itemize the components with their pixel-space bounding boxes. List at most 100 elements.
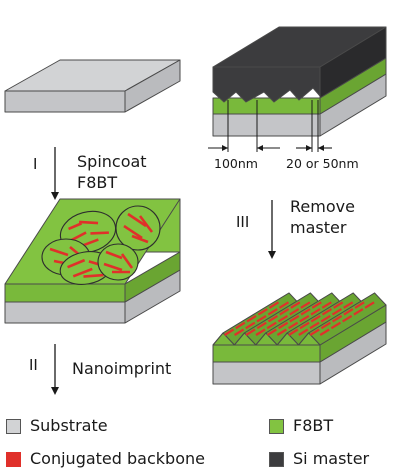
imprinted-film-front [212,344,321,363]
step-iii-label-line2: master [290,218,347,237]
domain-2 [115,205,161,251]
legend-label-substrate: Substrate [30,416,108,435]
period-dimension-label: 100nm [214,156,258,171]
backbone-segment [235,321,246,330]
arrow-step-i-head [51,192,59,200]
backbone-segment [105,250,123,260]
ridge-front-cap [298,332,321,346]
domain-outline [97,243,139,281]
backbone-segment [354,301,365,309]
backbone-segment [310,308,321,316]
backbone-segment [234,328,245,336]
backbone-segment [289,308,300,316]
ridge-front-cap [255,332,278,346]
backbone-segment [288,321,299,330]
master-block [208,26,387,152]
period-arrowhead-right [257,145,263,151]
backbone-segment [49,247,69,257]
backbone-segment [266,328,277,336]
legend-swatch-f8bt [269,419,284,434]
imprinted-substrate-front [212,361,321,385]
backbone-segment [290,301,301,309]
master-substrate-front [212,113,321,137]
backbone-segment [257,308,268,316]
imprinted-block [212,292,387,385]
backbone-segment [298,328,309,336]
width-dimension-label: 20 or 50nm [286,156,359,171]
grating-ridge-2 [233,292,323,346]
step-iii-numeral: III [236,213,250,231]
step-ii-label: Nanoimprint [72,359,172,378]
backbone-segment [299,314,310,323]
legend-swatch-backbone [6,452,21,467]
step-ii-numeral: II [29,356,38,374]
step-i-numeral: I [33,155,38,173]
backbone-segment [300,301,311,309]
backbone-segment [278,321,289,330]
domain-outline [115,205,161,251]
ridge-front-cap [233,332,257,346]
backbone-segment [309,328,320,336]
master-film-front [212,97,321,115]
arrow-step-ii-head [51,387,59,395]
backbone-segment [311,301,322,309]
domain-5 [97,243,139,281]
backbone-segment [256,321,267,330]
backbone-segment [246,314,257,323]
arrow-step-iii [268,200,276,259]
backbone-segment [288,328,299,336]
backbone-segment [331,308,343,316]
legend-swatch-substrate [6,419,21,434]
backbone-segment [103,262,123,272]
backbone-segment [255,328,266,336]
backbone-segment [342,314,353,323]
arrow-step-iii-head [268,251,276,259]
arrow-step-ii [51,344,59,395]
grating-ridge-1 [212,292,301,346]
grating-ridge-5 [298,292,387,346]
period-arrowhead-left [222,145,228,151]
substrate-side-face [124,59,181,113]
backbone-segment [299,321,310,330]
backbone-segment [321,301,332,309]
ridge-front-cap [276,332,300,346]
width-arrowhead-right [318,145,324,151]
backbone-segment [72,267,93,278]
master-front-teeth [212,66,321,103]
backbone-segment [278,301,290,309]
backbone-segment [245,321,256,330]
backbone-segment [319,328,330,336]
backbone-segment [79,220,99,225]
legend-swatch-si-master [269,452,284,467]
backbone-segment [279,308,290,316]
spincoat-film-front [4,283,126,303]
backbone-segment [332,314,343,323]
step-i-label-line2: F8BT [77,173,118,192]
substrate-block [4,59,181,113]
backbone-segment [321,308,333,316]
backbone-segment [90,231,109,235]
grating-ridge-4 [276,292,366,346]
spincoat-substrate-front [4,301,126,324]
backbone-segment [289,314,300,323]
step-iii-label-line1: Remove [290,197,355,216]
backbone-segment [364,301,375,309]
backbone-segment [333,301,344,309]
backbone-segment [320,314,331,323]
backbone-segment [68,222,83,231]
spincoated-block [4,198,181,324]
backbone-segment [67,258,86,269]
step-i-label-line1: Spincoat [77,152,147,171]
legend-label-f8bt: F8BT [293,416,334,435]
backbone-segment [277,314,289,323]
backbone-segment [353,308,364,316]
backbone-segment [127,212,147,228]
backbone-segment [123,224,143,240]
backbone-segment [310,314,321,323]
arrow-step-i [51,147,59,200]
backbone-segment [83,273,104,278]
backbone-segment [131,234,149,244]
backbone-segment [120,253,134,269]
